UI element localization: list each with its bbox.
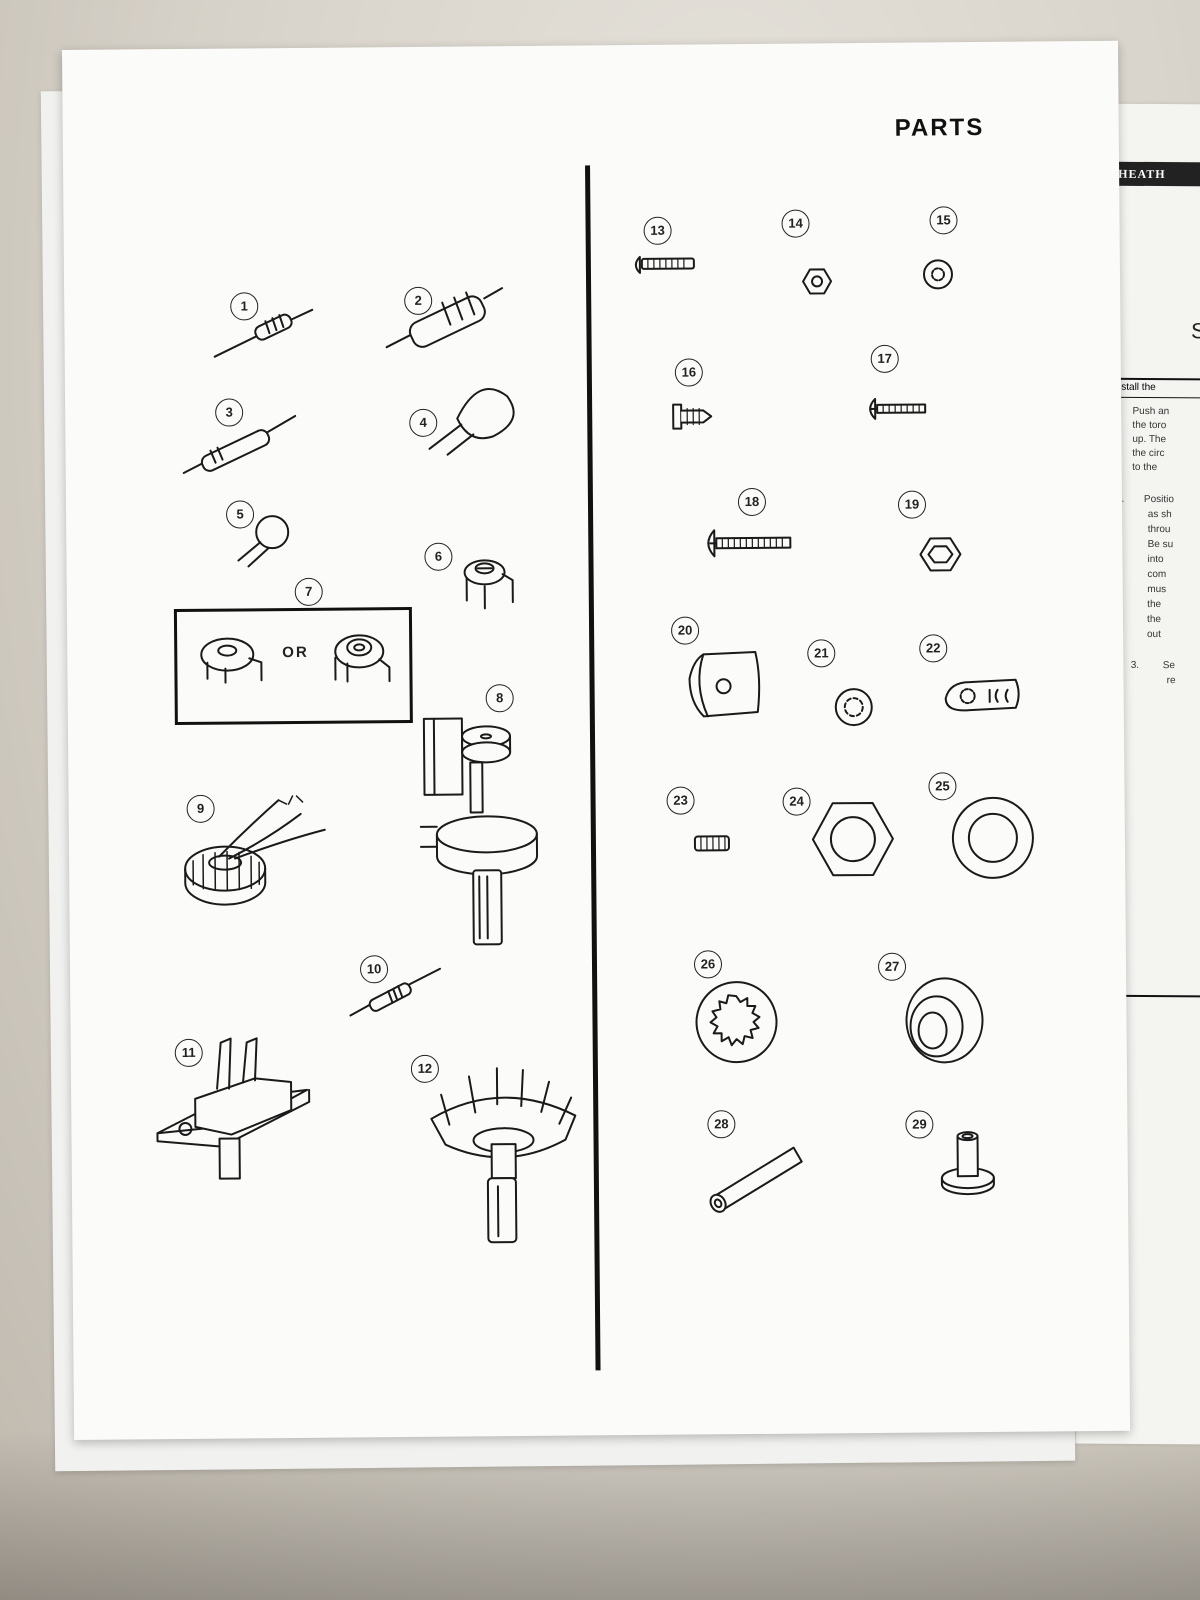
part-number-badge: 23 — [666, 786, 695, 815]
hex-nut-icon — [802, 268, 833, 295]
part-number-badge: 19 — [897, 490, 927, 519]
part-number-badge: 29 — [905, 1110, 934, 1139]
parts-page: PARTS — [62, 40, 1131, 1440]
step-text: throu — [1147, 523, 1171, 536]
lockwasher-icon — [922, 259, 953, 290]
part-number-badge: 26 — [693, 950, 723, 979]
part-number-badge: 6 — [424, 542, 453, 571]
step-text: Be su — [1147, 538, 1174, 551]
part-number-badge: 22 — [919, 634, 948, 663]
lockwasher-icon — [834, 688, 873, 727]
sheet-metal-screw-icon — [672, 403, 713, 430]
trimmer-potentiometer-icon — [463, 559, 514, 610]
part-number-badge: 20 — [670, 616, 700, 645]
screw-icon — [707, 529, 792, 558]
part-number-badge: 27 — [877, 952, 907, 981]
terminal-post-icon — [940, 1131, 995, 1196]
part-number-badge: 3 — [215, 398, 244, 427]
flat-washer-icon — [951, 796, 1034, 879]
step-text: the — [1147, 613, 1162, 626]
solder-lug-icon — [944, 678, 1020, 712]
lockwasher-icon — [695, 981, 778, 1064]
part-number-badge: 9 — [186, 794, 215, 823]
step-text: as sh — [1147, 508, 1172, 521]
part-number-badge: 10 — [359, 955, 389, 984]
alternate-parts-frame — [173, 606, 413, 726]
part-number-badge: 16 — [674, 358, 703, 387]
step-text: the — [1147, 598, 1162, 611]
step-text: re — [1166, 675, 1176, 687]
potentiometer-icon — [419, 717, 539, 946]
step-text: Positio — [1143, 493, 1174, 506]
hex-nut-icon — [919, 537, 962, 572]
part-number-badge: 7 — [294, 577, 323, 606]
hex-nut-icon — [811, 801, 894, 877]
step-text: up. The — [1132, 433, 1167, 446]
part-number-badge: 8 — [485, 684, 514, 713]
part-number-badge: 2 — [404, 286, 433, 316]
set-screw-icon — [693, 835, 730, 852]
grommet-icon — [905, 977, 984, 1064]
screw-icon — [869, 397, 927, 420]
parts-illustrations — [156, 255, 1034, 1244]
step-text: out — [1146, 628, 1161, 641]
capacitor-icon — [237, 515, 290, 568]
part-number-badge: 13 — [643, 216, 672, 245]
rotary-switch-icon — [430, 1067, 577, 1244]
step-text: into — [1147, 553, 1164, 566]
step-text: mus — [1147, 583, 1167, 596]
step-text: the circ — [1132, 447, 1165, 460]
step-text: the toro — [1132, 419, 1167, 432]
step-number: 3. — [1130, 659, 1140, 671]
part-number-badge: 18 — [737, 487, 767, 517]
resistor-icon — [182, 414, 297, 474]
part-number-badge: 21 — [807, 639, 836, 668]
part-number-badge: 24 — [782, 787, 811, 816]
part-number-badge: 4 — [409, 408, 438, 437]
resistor-icon — [213, 308, 314, 358]
mounting-clip-icon — [688, 650, 761, 718]
toroid-coil-icon — [184, 795, 326, 906]
trimmer-potentiometer-icon — [334, 634, 391, 683]
part-number-badge: 5 — [225, 500, 255, 529]
trimmer-potentiometer-icon — [200, 637, 263, 684]
power-resistor-icon — [385, 287, 504, 349]
step-text: to the — [1132, 461, 1158, 474]
part-number-badge: 17 — [870, 344, 899, 373]
part-number-badge: 11 — [174, 1038, 203, 1068]
step-text: Push an — [1132, 405, 1170, 418]
screw-icon — [634, 255, 695, 274]
capacitor-icon — [428, 387, 515, 456]
or-label: OR — [282, 643, 309, 662]
section-heading: S — [1191, 318, 1200, 344]
slide-switch-icon — [156, 1037, 311, 1180]
part-number-badge: 12 — [410, 1054, 440, 1083]
part-number-badge: 25 — [928, 772, 957, 801]
step-text: Se — [1162, 660, 1176, 672]
part-number-badge: 14 — [781, 209, 810, 238]
diode-icon — [349, 967, 442, 1017]
part-number-badge: 15 — [929, 206, 958, 235]
part-number-badge: 1 — [230, 292, 259, 321]
step-text: com — [1147, 568, 1167, 581]
spacer-icon — [709, 1146, 803, 1213]
part-number-badge: 28 — [707, 1110, 736, 1139]
